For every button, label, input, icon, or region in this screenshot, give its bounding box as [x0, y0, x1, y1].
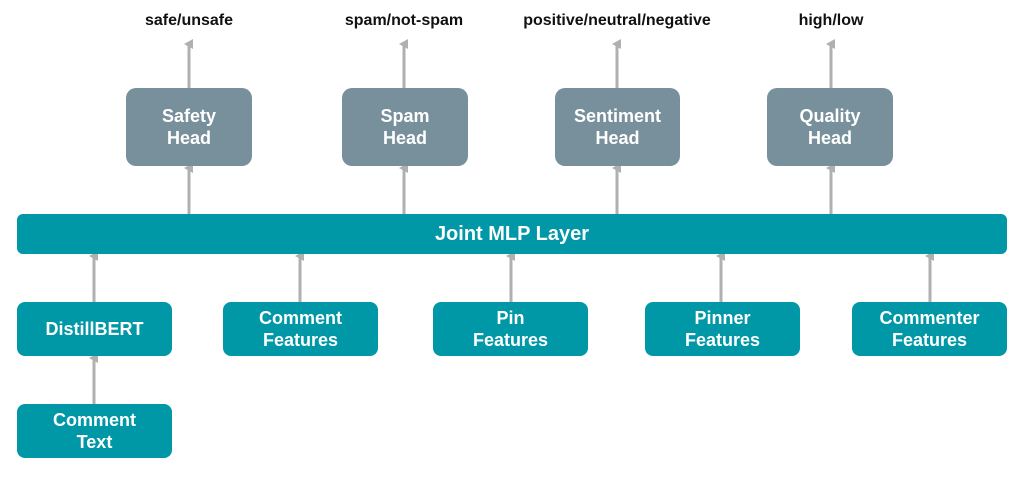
joint-mlp-layer: Joint MLP Layer	[17, 214, 1007, 254]
pin-features-box: Pin Features	[433, 302, 588, 356]
sentiment-head: Sentiment Head	[555, 88, 680, 166]
safety-head: Safety Head	[126, 88, 252, 166]
distillbert-box: DistillBERT	[17, 302, 172, 356]
comment-text-box: Comment Text	[17, 404, 172, 458]
spam-output-label: spam/not-spam	[344, 12, 464, 29]
spam-head: Spam Head	[342, 88, 468, 166]
quality-head: Quality Head	[767, 88, 893, 166]
sentiment-output-label: positive/neutral/negative	[523, 12, 711, 29]
comment-features-box: Comment Features	[223, 302, 378, 356]
commenter-features-box: Commenter Features	[852, 302, 1007, 356]
safety-output-label: safe/unsafe	[144, 12, 234, 29]
quality-output-label: high/low	[798, 12, 864, 29]
pinner-features-box: Pinner Features	[645, 302, 800, 356]
